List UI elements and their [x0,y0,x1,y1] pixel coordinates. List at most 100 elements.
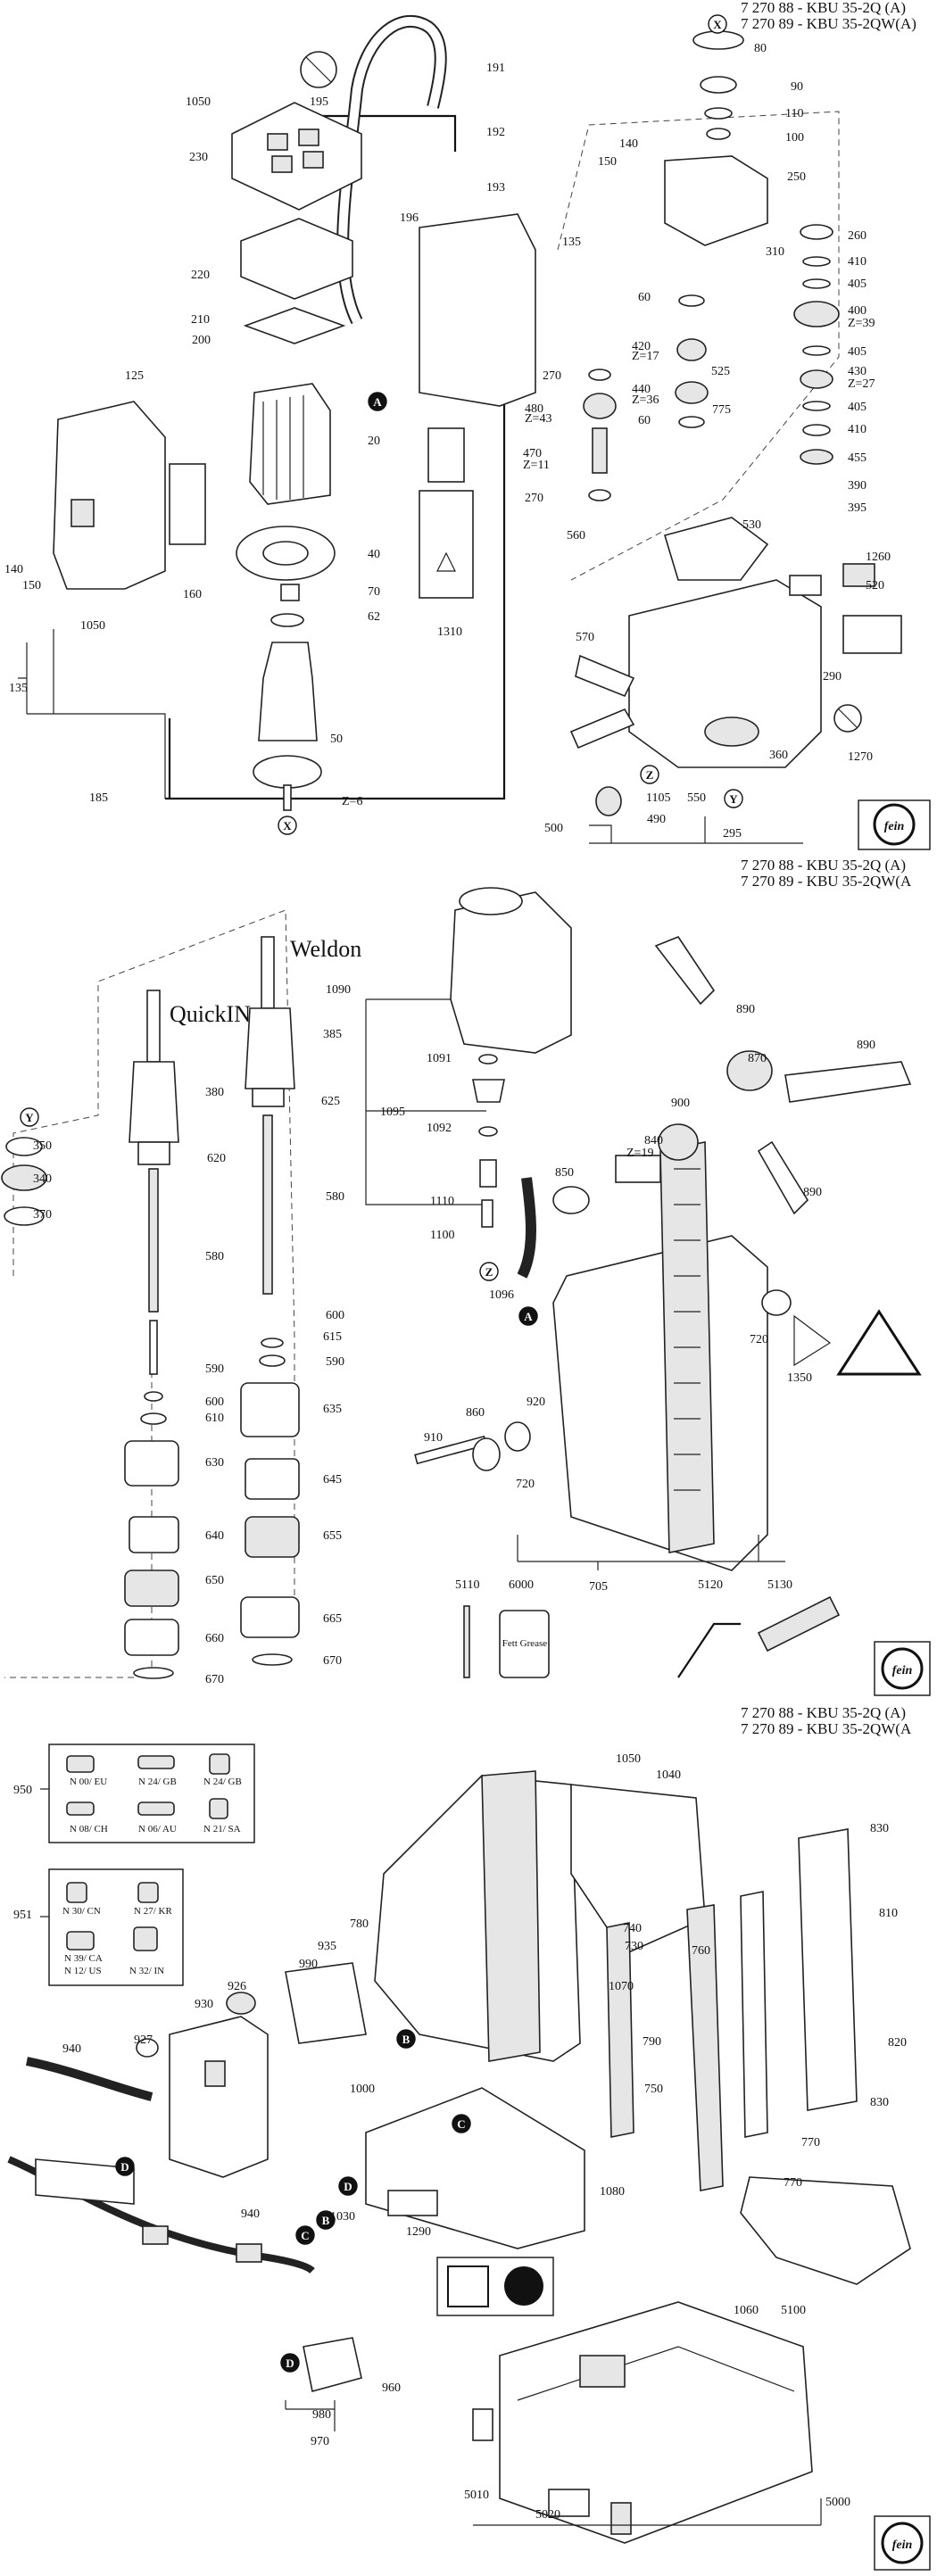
cap-720-right [761,1289,792,1316]
spindle-380 [129,1061,179,1143]
part-number-label: 20 [368,435,380,448]
part-number-label: 135 [562,236,581,249]
header-3-line-2: 7 270 89 - KBU 35-2QW(A [741,1720,912,1737]
plug-label: N 06/ AU [138,1824,177,1835]
part-number-label: 625 [321,1095,340,1108]
part-number-label: 890 [736,1003,755,1016]
handle-890-bottom [757,1140,809,1215]
part-number-label: 390 [848,479,867,493]
part-1100 [481,1199,493,1228]
part-number-label: 380 [205,1086,224,1099]
part-number-label: 5110 [455,1578,479,1592]
callout-marker [280,2353,300,2373]
callout-marker-letter: D [344,2180,352,2193]
part-number-label: 192 [486,126,505,139]
part-number-label: 6000 [509,1578,534,1592]
callout-marker [20,1107,39,1127]
callout-marker-letter: B [402,2033,410,2046]
gear-440 [675,381,709,404]
part-number-label: 270 [543,369,561,383]
part-number-label: 830 [870,1822,889,1835]
guard-5100 [740,2176,911,2285]
bushing-630 [124,1440,179,1487]
bushing-665 [240,1596,300,1638]
callout-marker-letter: X [713,18,722,31]
part-number-label: 560 [567,529,585,543]
section-2-markers: YZA [20,1107,538,1326]
plug-kr-icon [137,1882,159,1903]
callout-marker [724,789,743,808]
carrying-case-5000 [499,2301,813,2544]
part-number-label: 5010 [464,2489,489,2502]
part-number-label: 430 [848,365,867,378]
weldon-label: Weldon [290,936,361,962]
callout-marker-letter: C [301,2229,309,2242]
part-number-label: 1110 [430,1195,454,1208]
switch-220 [240,218,353,300]
gear-430 [800,369,833,389]
part-number-label: 70 [368,585,380,599]
part-number-label: 655 [323,1529,342,1543]
spring-580-left [148,1168,159,1313]
bushing-640 [129,1516,179,1553]
part-number-label: 600 [326,1309,344,1322]
gear-420 [676,338,707,361]
part-number-label: Z=27 [848,377,875,391]
ring-850 [552,1186,590,1214]
part-number-label: 260 [848,229,867,243]
part-number-label: 360 [769,749,788,762]
header-line-2: 7 270 89 - KBU 35-2QW(A) [741,15,916,32]
part-number-label: 635 [323,1403,342,1416]
header-3-line-1: 7 270 88 - KBU 35-2Q (A) [741,1704,906,1721]
gear-455 [800,449,833,465]
drill-stand-705 [552,1235,768,1571]
part-number-label: 1092 [427,1122,452,1135]
part-number-label: Z=17 [632,350,659,363]
spindle-housing [628,579,822,768]
plug-label: N 39/ CA [64,1953,103,1964]
part-number-label: 610 [205,1412,224,1425]
part-number-label: 935 [318,1940,336,1953]
sheet-5020 [548,2489,590,2517]
part-number-label: 125 [125,369,144,383]
handle-890-top [654,936,716,1006]
spring-580-right [262,1114,273,1295]
part-number-label: 850 [555,1166,574,1180]
ring-900 [658,1123,699,1161]
fein-logo-2: fein [874,1641,931,1696]
plug-label: N 30/ CN [62,1906,101,1917]
part-number-label: 620 [207,1152,226,1165]
callout-marker [278,816,297,835]
rail-790 [606,1922,634,2138]
part-number-label: 650 [205,1574,224,1587]
svg-text:fein: fein [884,820,905,833]
part-number-label: 630 [205,1456,224,1470]
spindle-385 [245,1007,295,1089]
callout-marker [479,1262,499,1281]
quickin-label: QuickIN [170,1001,251,1027]
callout-marker-letter: A [524,1310,533,1323]
part-number-label: 1100 [430,1229,454,1242]
callout-marker-letter: Z [646,768,654,782]
part-number-label: 670 [205,1673,224,1686]
callout-marker-letter: A [373,395,382,409]
gasket-210 [243,307,346,344]
part-number-label: 940 [241,2207,260,2221]
base-1080 [365,2087,585,2249]
part-number-label: 250 [787,170,806,184]
callout-marker-letter: Z [485,1265,493,1279]
part-number-label: 160 [183,588,202,601]
disc-90 [700,76,737,94]
part-number-label: 951 [13,1909,32,1922]
callout-marker [452,2114,471,2133]
strap-5130 [757,1595,841,1652]
callout-marker [338,2176,358,2196]
part-number-label: 840 [644,1134,663,1147]
bushing-645 [245,1458,300,1500]
part-number-label: 1260 [866,551,891,564]
part-number-label: 1070 [609,1980,634,1993]
bushing-635 [240,1382,300,1437]
pinion-gear [253,755,322,789]
part-number-label: 185 [89,791,108,805]
part-number-label: 50 [330,733,343,746]
